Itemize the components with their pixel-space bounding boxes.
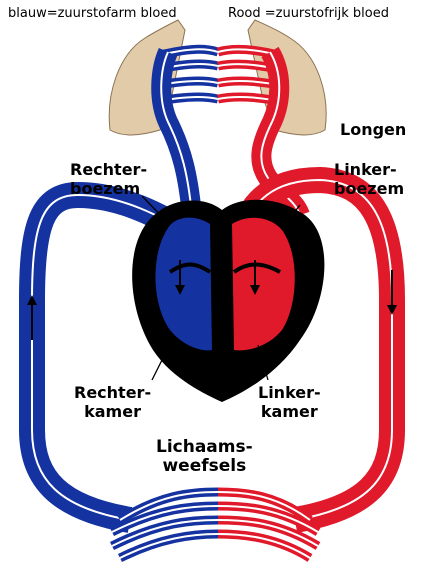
legend-oxygen-poor: blauw=zuurstofarm bloed [8,6,177,21]
label-right-ventricle: Rechter- kamer [74,383,151,421]
pulmonary-artery [161,52,192,215]
tissue-capillaries [112,492,318,558]
label-left-ventricle: Linker- kamer [258,383,321,421]
label-lungs: Longen [340,120,406,139]
label-left-atrium: Linker- boezem [334,160,404,198]
legend-oxygen-rich: Rood =zuurstofrijk bloed [228,6,389,21]
label-body-tissue: Lichaams- weefsels [156,438,253,476]
label-right-atrium: Rechter- boezem [70,160,147,198]
